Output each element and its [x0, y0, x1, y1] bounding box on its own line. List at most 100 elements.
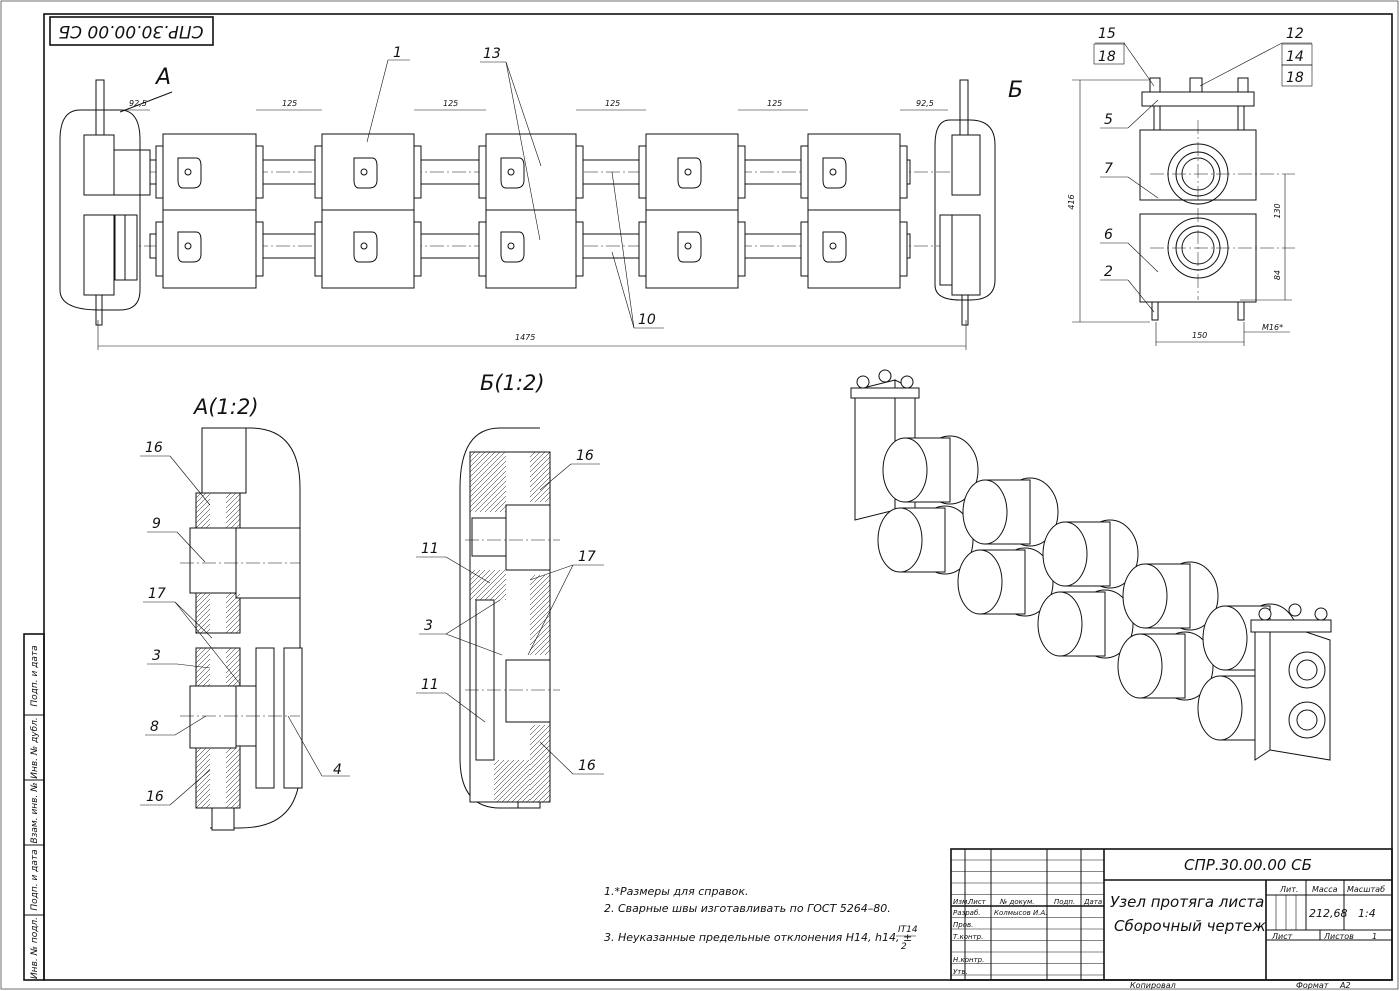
- balloon-14: 14: [1286, 49, 1304, 65]
- detail-a-sprocket-1: [255, 647, 275, 789]
- title-name-line1: Узел протяга листа: [1110, 893, 1264, 911]
- balloon-7: 7: [1104, 161, 1113, 177]
- balloon-8: 8: [150, 719, 159, 735]
- isometric-view: [850, 369, 1332, 761]
- right-stud-bottom: [961, 294, 969, 326]
- balloon-12: 12: [1286, 26, 1304, 42]
- mass-label: Масса: [1312, 885, 1338, 894]
- lower-roller: [807, 209, 901, 289]
- detail-b-sprocket: [475, 599, 495, 761]
- balloon-16: 16: [578, 758, 596, 774]
- balloon-15: 15: [1098, 26, 1116, 42]
- strip-label: Инв. № подл.: [30, 917, 40, 979]
- left-stud-top: [95, 79, 105, 136]
- drawing-frame: [43, 13, 1393, 981]
- role-developer: Разраб.: [953, 909, 981, 917]
- col-header: Дата: [1083, 898, 1102, 906]
- detail-a-upper-shaft: [189, 527, 237, 594]
- lower-roller: [645, 209, 739, 289]
- format-value: А2: [1339, 981, 1351, 990]
- dim-125: 125: [605, 99, 620, 108]
- balloon-5: 5: [1104, 112, 1113, 128]
- dim-1475: 1475: [515, 333, 535, 342]
- col-header: Изм.: [953, 898, 969, 906]
- balloon-16: 16: [576, 448, 594, 464]
- side-top-plate: [1141, 91, 1255, 107]
- left-side-strip: Подп. и дата Инв. № дубл. Взам. инв. № П…: [23, 633, 45, 981]
- note-1: 1.*Размеры для справок.: [604, 885, 749, 898]
- rotated-stamp: СПР.30.00.00 СБ: [49, 16, 214, 46]
- mass-value: 212,68: [1309, 907, 1348, 920]
- upper-roller: [645, 133, 739, 211]
- title-block: СПР.30.00.00 СБ Узел протяга листа Сборо…: [950, 848, 1393, 990]
- dim-84: 84: [1273, 270, 1282, 280]
- balloon-1: 1: [393, 45, 402, 61]
- detail-a-boundary: [59, 109, 141, 311]
- view-label-a: А: [154, 65, 171, 90]
- dim-130: 130: [1273, 203, 1282, 218]
- set-screw-cutout: [500, 231, 525, 263]
- right-bearing-housing-upper: [951, 134, 981, 196]
- detail-b-upper-shaft: [505, 504, 551, 571]
- technical-notes: 1.*Размеры для справок. 2. Сварные швы и…: [604, 885, 918, 952]
- set-screw-cutout: [353, 157, 378, 189]
- detail-b: Б(1:2) 16 11 17 3 11 16: [416, 371, 604, 809]
- dim-m16: М16*: [1262, 323, 1283, 332]
- set-screw-cutout: [353, 231, 378, 263]
- dim-150: 150: [1192, 331, 1207, 340]
- balloon-10: 10: [638, 312, 656, 328]
- side-nut-center: [1189, 77, 1203, 93]
- balloon-16: 16: [145, 440, 163, 456]
- left-bearing-housing-upper: [83, 134, 115, 196]
- scale-value: 1:4: [1358, 907, 1376, 920]
- set-screw-cutout: [822, 231, 847, 263]
- right-bearing-housing-lower: [951, 214, 981, 296]
- strip-label: Подп. и дата: [30, 849, 40, 910]
- col-header: Подп.: [1054, 898, 1075, 906]
- balloon-16: 16: [146, 789, 164, 805]
- upper-roller: [807, 133, 901, 211]
- dim-416: 416: [1067, 194, 1076, 209]
- note-3: 3. Неуказанные предельные отклонения H14…: [604, 931, 912, 944]
- set-screw-cutout: [177, 231, 202, 263]
- side-nut-right: [1237, 77, 1249, 93]
- dim-125: 125: [443, 99, 458, 108]
- detail-b-boundary: [934, 119, 996, 301]
- role-approved: Утв.: [953, 968, 968, 976]
- balloon-17: 17: [148, 586, 166, 602]
- balloon-3: 3: [424, 618, 433, 634]
- balloon-4: 4: [333, 762, 342, 778]
- dim-92-5-left: 92,5: [129, 99, 147, 108]
- set-screw-cutout: [177, 157, 202, 189]
- developer-name: Колмысов И.А.: [994, 909, 1048, 917]
- detail-a: А(1:2) 16 9 17 3 8 16 4: [140, 395, 350, 831]
- balloon-18: 18: [1286, 70, 1304, 86]
- set-screw-cutout: [677, 157, 702, 189]
- dim-125: 125: [767, 99, 782, 108]
- role-norm-control: Н.контр.: [953, 956, 984, 964]
- side-view: 416 130 84 150 М16* 15 18 12 14 18 5 7 6…: [1067, 26, 1313, 346]
- sheet-label: Лист: [1271, 932, 1293, 941]
- side-nut-left: [1149, 77, 1161, 93]
- set-screw-cutout: [677, 231, 702, 263]
- balloon-17: 17: [578, 549, 596, 565]
- scale-label: Масштаб: [1347, 885, 1385, 894]
- dim-92-5-right: 92,5: [916, 99, 934, 108]
- set-screw-cutout: [500, 157, 525, 189]
- balloon-3: 3: [152, 648, 161, 664]
- sheets-label: Листов: [1323, 932, 1354, 941]
- strip-label: Подп. и дата: [30, 645, 40, 706]
- tolerance-denominator: 2: [901, 942, 907, 952]
- balloon-9: 9: [152, 516, 161, 532]
- note-2: 2. Сварные швы изготавливать по ГОСТ 526…: [604, 902, 891, 915]
- copied-label: Копировал: [1130, 981, 1176, 990]
- format-label: Формат: [1296, 981, 1329, 990]
- set-screw-cutout: [822, 157, 847, 189]
- strip-label: Взам. инв. №: [30, 782, 40, 843]
- balloon-6: 6: [1104, 227, 1113, 243]
- role-tech-control: Т.контр.: [953, 933, 983, 941]
- tolerance-numerator: IT14: [898, 925, 918, 935]
- rotated-stamp-code: СПР.30.00.00 СБ: [59, 21, 204, 41]
- col-header: Лист: [967, 898, 987, 906]
- balloon-13: 13: [483, 46, 501, 62]
